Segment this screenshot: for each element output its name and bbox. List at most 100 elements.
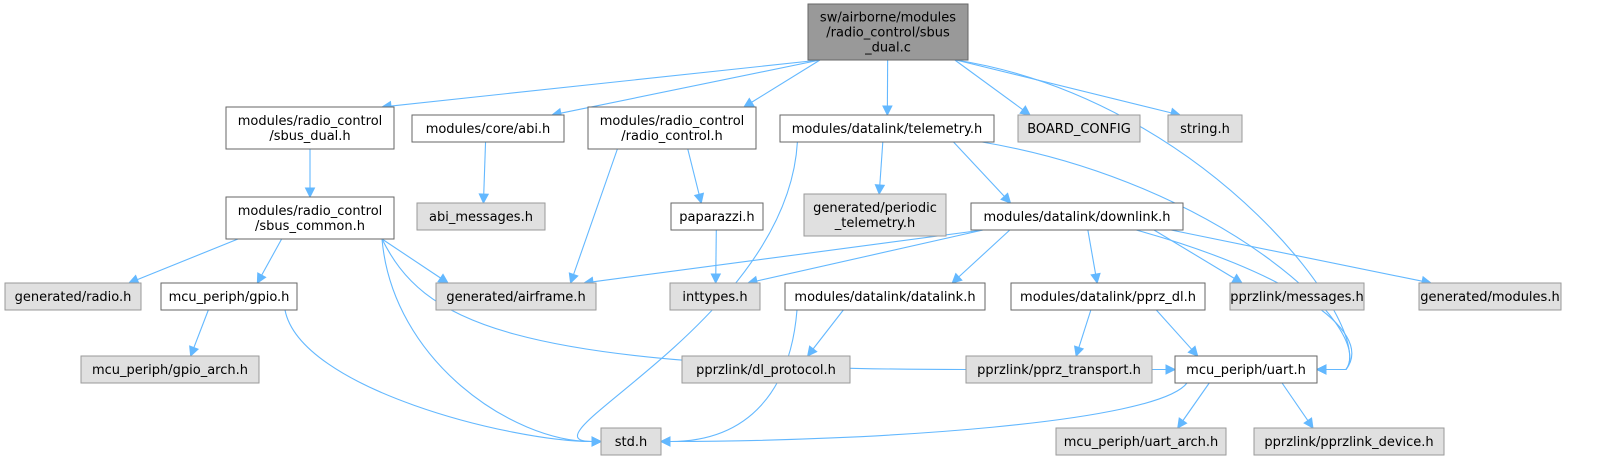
edge-line [756,229,984,282]
edge-pprz_dl_h-to-pprz_transport_h [1073,309,1092,358]
edge-root-to-telemetry_h [882,59,893,117]
edge-downlink_h-to-messages_h [1153,229,1243,284]
node-pprz-dl-h[interactable]: modules/datalink/pprz_dl.h [1010,282,1206,311]
edge-line [812,309,844,350]
edge-arrowhead [1231,273,1243,284]
node-box [587,106,757,150]
node-label-line: /sbus_common.h [255,219,365,234]
edge-radio_control_h-to-paparazzi_h [687,148,705,205]
edge-line [1087,229,1097,275]
edge-downlink_h-to-modules_h [1170,229,1433,287]
edge-line [954,59,1024,111]
node-box [779,114,995,143]
edge-arrowhead [1303,417,1314,429]
node-box [1229,282,1365,311]
edge-uart_h-to-std_h [659,382,1188,447]
node-paparazzi-h[interactable]: paparazzi.h [670,202,764,231]
edge-line [390,59,821,107]
edge-arrowhead [874,184,886,196]
node-label-line: pprzlink/pprzlink_device.h [1264,435,1433,450]
edge-sbus_common_h-to-gpio_h [256,238,283,284]
edge-line [1170,229,1423,282]
edge-arrowhead [1000,192,1012,204]
node-box [1017,114,1141,143]
edge-arrowhead [1315,364,1327,375]
edge-line [687,148,700,195]
node-root[interactable]: sw/airborne/modules/radio_control/sbus_d… [807,3,969,61]
edge-line [576,141,798,443]
node-box [965,355,1153,384]
edge-telemetry_h-to-downlink_h [953,141,1012,204]
node-uart-h[interactable]: mcu_periph/uart.h [1174,355,1318,384]
edge-downlink_h-to-datalink_h [951,229,1011,284]
node-label-line: mcu_periph/uart_arch.h [1064,435,1219,450]
node-box [803,193,947,237]
node-dl-protocol-h: pprzlink/dl_protocol.h [681,355,851,384]
node-box [411,114,565,143]
node-datalink-h[interactable]: modules/datalink/datalink.h [784,282,986,311]
edge-arrowhead [882,105,893,117]
node-label-line: /sbus_dual.h [269,129,350,144]
node-label-line: generated/radio.h [15,290,132,305]
node-sbus-common-h[interactable]: modules/radio_control/sbus_common.h [225,196,395,240]
edge-line [751,59,821,103]
node-downlink-h[interactable]: modules/datalink/downlink.h [970,202,1184,231]
edge-line [193,309,209,348]
node-telemetry-h[interactable]: modules/datalink/telemetry.h [779,114,995,143]
node-abi-h[interactable]: modules/core/abi.h [411,114,565,143]
edge-downlink_h-to-inttypes_h [746,229,984,287]
edge-arrowhead [591,436,603,447]
node-box [670,202,764,231]
edge-pprz_dl_h-to-uart_h [1155,309,1199,357]
edge-arrowhead [568,272,579,285]
edge-line [958,229,1011,278]
edge-sbus_common_h-to-airframe_h [381,238,449,284]
edge-telemetry_h-to-periodic_telemetry_h [874,141,886,196]
edge-arrowhead [1019,105,1031,116]
edge-arrowhead [189,345,200,358]
node-label-line: modules/datalink/datalink.h [794,290,975,305]
node-label-line: modules/datalink/downlink.h [984,210,1171,225]
node-string-h: string.h [1167,114,1243,143]
edge-arrowhead [478,193,490,205]
node-gpio-h[interactable]: mcu_periph/gpio.h [160,282,298,311]
node-label-line: /radio_control.h [621,129,722,144]
edge-uart_h-to-uart_arch_h [1177,382,1210,429]
node-label-line: pprzlink/pprz_transport.h [977,363,1141,378]
node-label-line: generated/periodic [813,201,937,216]
edge-line [560,59,821,114]
node-box [225,106,395,150]
node-label-line: paparazzi.h [679,210,754,225]
node-pprz-transport-h: pprzlink/pprz_transport.h [965,355,1153,384]
edge-arrowhead [256,272,267,284]
node-uart-arch-h: mcu_periph/uart_arch.h [1055,427,1227,456]
node-label-line: mcu_periph/uart.h [1186,363,1306,378]
edge-sbus_common_h-to-std_h [381,238,603,447]
edge-downlink_h-to-airframe_h [582,229,984,288]
edge-line [1078,309,1092,348]
edge-line [1281,382,1309,421]
node-box [1174,355,1318,384]
node-label-line: _telemetry.h [834,216,916,231]
edge-arrowhead [659,436,671,447]
edge-line [981,141,1351,371]
edge-arrowhead [1187,345,1199,357]
edge-sbus_common_h-to-radio_h [127,238,239,285]
node-periodic-telemetry-h: generated/periodic_telemetry.h [803,193,947,237]
node-airframe-h: generated/airframe.h [435,282,597,311]
edge-arrowhead [1073,345,1085,358]
edge-datalink_h-to-dl_protocol_h [806,309,844,357]
node-box [970,202,1184,231]
node-radio-control-h[interactable]: modules/radio_control/radio_control.h [587,106,757,150]
node-messages-h: pprzlink/messages.h [1229,282,1365,311]
node-sbus-dual-h[interactable]: modules/radio_control/sbus_dual.h [225,106,395,150]
node-label-line: sw/airborne/modules [820,11,956,26]
edge-line [284,309,593,443]
node-pprzlink-device-h: pprzlink/pprzlink_device.h [1253,427,1445,456]
node-label-line: modules/datalink/pprz_dl.h [1020,290,1196,305]
edge-arrowhead [304,187,316,199]
node-abi-messages-h: abi_messages.h [416,202,546,231]
edge-gpio_h-to-std_h [284,309,603,447]
node-box [435,282,597,311]
